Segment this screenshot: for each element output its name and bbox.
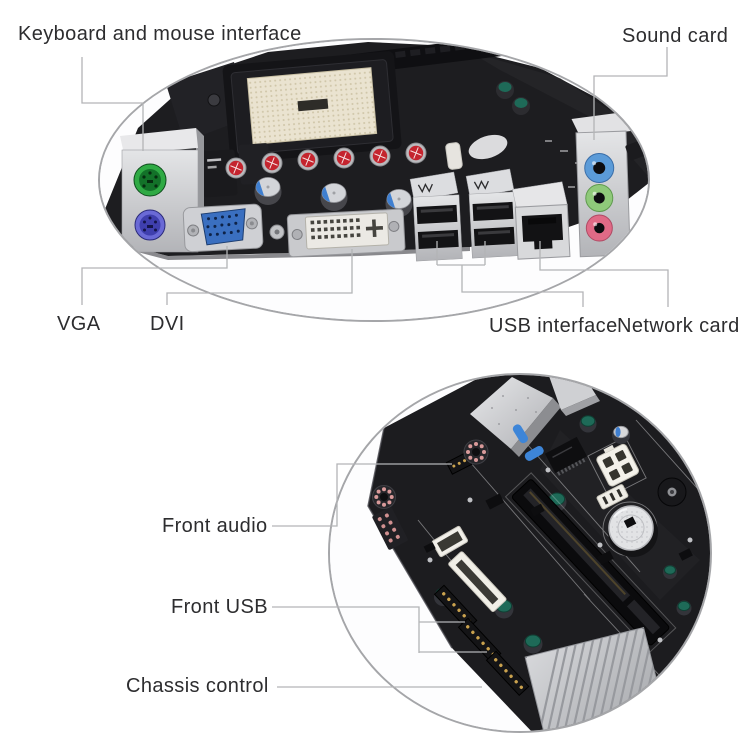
electrolytic-capacitors (254, 177, 413, 217)
rear-io-panel-photo (98, 38, 650, 322)
label-sound-card: Sound card (622, 25, 729, 47)
ps2-keyboard-port (134, 209, 166, 241)
label-keyboard-mouse-interface: Keyboard and mouse interface (18, 23, 302, 45)
thermal-pad (468, 134, 508, 160)
buzzer (657, 477, 687, 507)
dvi-port (286, 208, 406, 258)
label-vga: VGA (57, 313, 101, 335)
smd-components (427, 467, 693, 643)
board-headers-photo-svg (330, 375, 710, 731)
vga-port (182, 203, 264, 253)
front-panel-header (485, 650, 530, 697)
small-ics (423, 493, 693, 565)
mounting-hole (691, 444, 707, 460)
atx-power-connector (596, 443, 639, 487)
front-panel-connector (431, 525, 468, 558)
label-network-card: Network card (617, 315, 740, 337)
cmos-battery (608, 505, 658, 557)
fan-header (596, 484, 629, 510)
hex-standoff-hole (274, 229, 280, 235)
standoff (445, 142, 463, 170)
ps2-mouse-port (133, 163, 167, 197)
pcie-x16-slot (504, 472, 677, 653)
label-usb-interface: USB interface (489, 315, 618, 337)
rear-io-photo-svg (100, 40, 648, 320)
label-dvi: DVI (150, 313, 185, 335)
jumpers (512, 424, 544, 461)
io-controller-chip (544, 436, 588, 476)
mic-jack (585, 214, 613, 242)
pcie-x1-slot (448, 551, 507, 612)
audio-jacks (571, 112, 632, 258)
transistor (625, 139, 648, 161)
label-chassis-control: Chassis control (126, 675, 269, 697)
cpu-vrm-capacitors (225, 142, 427, 179)
line-in-jack (584, 153, 615, 184)
line-out-jack (585, 184, 614, 213)
board-headers-photo (328, 373, 712, 733)
cpu-socket (222, 51, 402, 163)
label-front-audio: Front audio (162, 515, 268, 537)
ethernet-port (512, 181, 571, 260)
small-capacitors (496, 81, 530, 115)
label-front-usb: Front USB (171, 596, 268, 618)
